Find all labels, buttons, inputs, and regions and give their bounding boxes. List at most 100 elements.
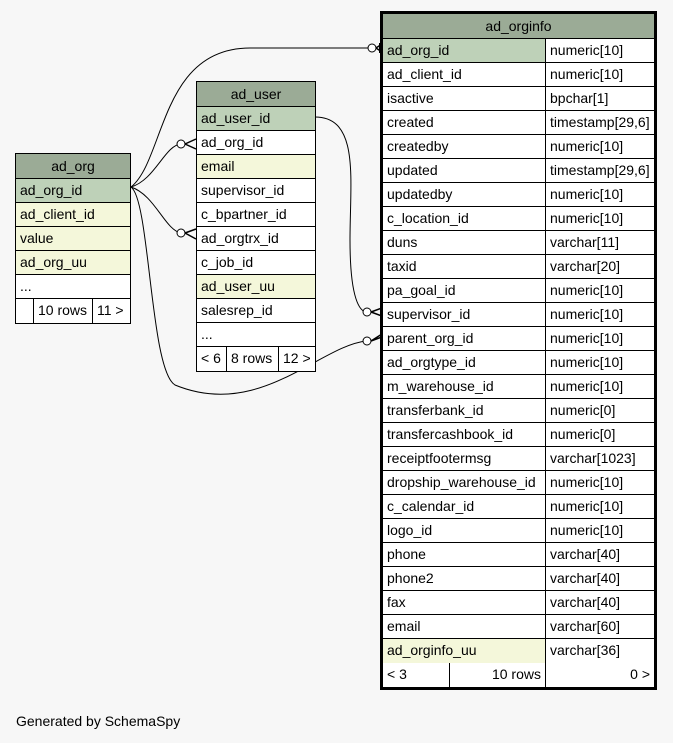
footer-children[interactable]: 12 > xyxy=(283,350,311,366)
column-row[interactable]: c_bpartner_id xyxy=(197,203,315,227)
column-name: m_warehouse_id xyxy=(383,375,546,398)
column-name: duns xyxy=(383,231,546,254)
column-row[interactable]: ad_org_uu xyxy=(16,251,130,275)
column-name: ad_org_id xyxy=(201,134,264,150)
footer-parents[interactable] xyxy=(16,299,34,323)
table-title[interactable]: ad_orginfo xyxy=(383,14,654,39)
footer-children[interactable]: 0 > xyxy=(630,666,650,682)
column-type: varchar[40] xyxy=(550,546,621,562)
column-name: ad_client_id xyxy=(383,63,546,86)
column-name: phone2 xyxy=(383,567,546,590)
table-title[interactable]: ad_user xyxy=(197,82,315,107)
column-row[interactable]: ad_orgtrx_id xyxy=(197,227,315,251)
column-name: email xyxy=(383,615,546,638)
column-row: ... xyxy=(16,275,130,299)
column-type: numeric[10] xyxy=(550,474,624,490)
column-type: varchar[11] xyxy=(550,234,619,250)
column-type: varchar[36] xyxy=(550,642,621,658)
table-title[interactable]: ad_org xyxy=(16,154,130,179)
column-row[interactable]: ad_client_id xyxy=(16,203,130,227)
column-type: numeric[10] xyxy=(550,378,624,394)
table-ad-user[interactable]: ad_user ad_user_id ad_org_id email super… xyxy=(196,81,316,372)
more-columns: ... xyxy=(201,326,213,342)
column-name: phone xyxy=(383,543,546,566)
column-name: c_job_id xyxy=(201,254,254,270)
column-name: c_bpartner_id xyxy=(201,206,287,222)
link-user-orginfo-supervisor xyxy=(314,116,368,313)
column-name: ad_org_id xyxy=(20,182,83,198)
column-row[interactable]: supervisor_id xyxy=(197,179,315,203)
table-footer: < 3 10 rows 0 > xyxy=(383,663,654,687)
column-name: c_calendar_id xyxy=(383,495,546,518)
column-row[interactable]: salesrep_id xyxy=(197,299,315,323)
column-row[interactable]: ad_org_id xyxy=(197,131,315,155)
marker-orginfo-parent xyxy=(362,333,383,346)
column-name: ad_org_id xyxy=(383,39,546,62)
column-name: ad_orgtype_id xyxy=(383,351,546,374)
column-name: supervisor_id xyxy=(201,182,285,198)
footer-children[interactable]: 11 > xyxy=(97,302,124,318)
table-footer: 10 rows 11 > xyxy=(16,299,130,323)
link-org-user-org xyxy=(130,143,182,188)
column-name: supervisor_id xyxy=(383,303,546,326)
column-type: numeric[10] xyxy=(550,498,624,514)
column-type: varchar[60] xyxy=(550,618,621,634)
column-name: created xyxy=(383,111,546,134)
column-type: timestamp[29,6] xyxy=(550,162,650,178)
table-ad-org[interactable]: ad_org ad_org_id ad_client_id value ad_o… xyxy=(15,153,131,324)
column-type: numeric[10] xyxy=(550,282,624,298)
footer-parents[interactable]: < 6 xyxy=(197,347,227,371)
column-type: timestamp[29,6] xyxy=(550,114,650,130)
column-row[interactable]: ad_user_id xyxy=(197,107,315,131)
column-name: ad_client_id xyxy=(20,206,95,222)
column-row[interactable]: value xyxy=(16,227,130,251)
column-name: logo_id xyxy=(383,519,546,542)
column-type: numeric[10] xyxy=(550,66,624,82)
column-row[interactable]: email xyxy=(197,155,315,179)
column-type: numeric[10] xyxy=(550,522,624,538)
column-name: value xyxy=(20,230,54,246)
column-row[interactable]: ad_user_uu xyxy=(197,275,315,299)
column-type: numeric[10] xyxy=(550,138,624,154)
column-name: fax xyxy=(383,591,546,614)
marker-user-org xyxy=(176,138,197,150)
marker-user-orgtrx xyxy=(176,228,197,240)
footer-parents[interactable]: < 3 xyxy=(383,663,450,687)
column-name: c_location_id xyxy=(383,207,546,230)
column-name: salesrep_id xyxy=(201,302,273,318)
column-name: ad_user_uu xyxy=(201,278,275,294)
generated-by-label: Generated by SchemaSpy xyxy=(16,713,181,729)
column-row[interactable]: ad_org_id xyxy=(16,179,130,203)
column-name: receiptfootermsg xyxy=(383,447,546,470)
column-row[interactable]: c_job_id xyxy=(197,251,315,275)
column-name: ad_org_uu xyxy=(20,254,87,270)
column-type: numeric[0] xyxy=(550,402,616,418)
